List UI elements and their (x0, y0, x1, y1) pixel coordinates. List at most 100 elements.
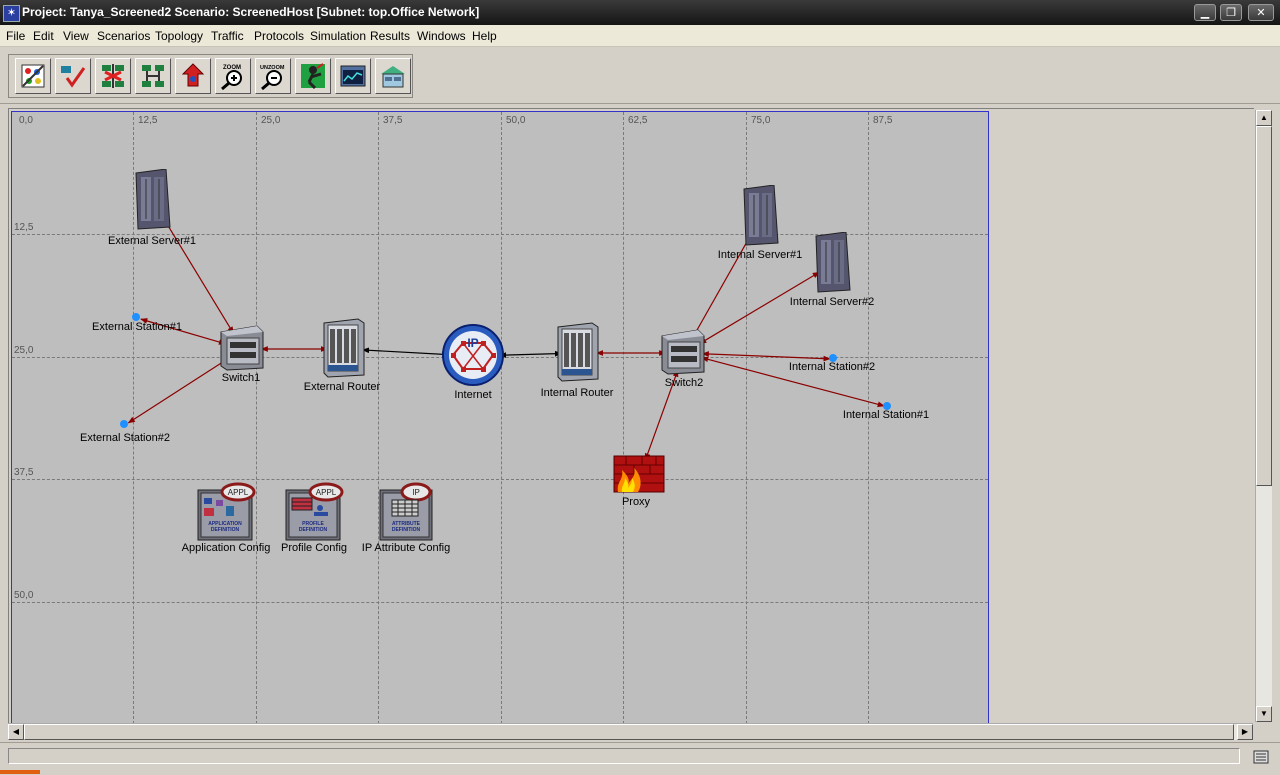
app-icon[interactable]: ✶ (3, 5, 20, 22)
window-title: Project: Tanya_Screened2 Scenario: Scree… (22, 5, 480, 19)
grid-line-h (12, 479, 988, 480)
zoom-in-icon: ZOOM (221, 65, 242, 90)
scroll-down-button[interactable]: ▼ (1256, 706, 1272, 722)
node-label: Switch1 (221, 372, 261, 384)
y-tick-label: 12,5 (14, 222, 34, 233)
svg-text:IP: IP (467, 336, 478, 350)
external-router[interactable]: External Router (304, 317, 380, 393)
y-tick-label: 37,5 (14, 467, 34, 478)
node-label: IP Attribute Config (361, 542, 451, 554)
workstation-icon (883, 402, 891, 410)
internet-cloud[interactable]: IP Internet (441, 323, 505, 401)
menu-protocols[interactable]: Protocols (254, 29, 305, 43)
profile-config[interactable]: APPL PROFILE DEFINITION Profile Config (281, 482, 347, 554)
title-bar[interactable]: ✶ Project: Tanya_Screened2 Scenario: Scr… (0, 0, 1280, 25)
menu-edit[interactable]: Edit (33, 29, 54, 43)
link-ext-router-internet[interactable] (361, 347, 450, 358)
view-results-button[interactable] (335, 58, 371, 94)
ip-attribute-definition-icon: IP ATTRIBUTE DEFINITION (379, 482, 433, 541)
link-ext-station-2-switch1[interactable] (127, 358, 229, 424)
x-tick-label: 37,5 (383, 115, 403, 126)
svg-text:ATTRIBUTE: ATTRIBUTE (392, 521, 421, 527)
menu-topology[interactable]: Topology (155, 29, 204, 43)
links-layer (127, 214, 885, 461)
link-ext-station-1-switch1[interactable] (140, 318, 227, 345)
taskbar-start-edge (0, 770, 40, 774)
x-tick-label: 75,0 (751, 115, 771, 126)
view-results-icon (340, 65, 366, 87)
x-tick-label: 12,5 (138, 115, 158, 126)
configure-simulation-button[interactable] (295, 58, 331, 94)
workstation-icon (829, 354, 837, 362)
fail-node-button[interactable] (95, 58, 131, 94)
return-to-parent-button[interactable] (175, 58, 211, 94)
internal-station-2[interactable]: Internal Station#2 (789, 352, 875, 373)
ip-attribute-config[interactable]: IP ATTRIBUTE DEFINITION IP Attribute Con… (362, 482, 450, 554)
switch-1[interactable]: Switch1 (219, 324, 265, 384)
application-config[interactable]: APPL APPLICATION DEFINITION Application … (182, 482, 270, 554)
node-label: External Station#2 (80, 432, 170, 444)
external-station-2[interactable]: External Station#2 (80, 418, 170, 444)
link-switch2-int-station-1[interactable] (701, 356, 885, 408)
workstation-icon (120, 420, 128, 428)
menu-results[interactable]: Results (370, 29, 411, 43)
link-internet-int-router[interactable] (498, 350, 563, 358)
menu-help[interactable]: Help (472, 29, 497, 43)
external-server-1[interactable]: External Server#1 (108, 168, 196, 247)
internal-server-2[interactable]: Internal Server#2 (790, 231, 874, 308)
maximize-button[interactable]: ❐ (1220, 4, 1242, 21)
menu-simulation[interactable]: Simulation (310, 29, 367, 43)
link-switch2-int-server-2[interactable] (699, 271, 820, 345)
close-button[interactable]: ✕ (1248, 4, 1274, 21)
link-switch2-proxy[interactable] (644, 369, 679, 461)
link-ext-server-1-switch1[interactable] (160, 214, 234, 334)
message-buffer-icon[interactable] (1252, 748, 1270, 766)
recover-node-button[interactable] (135, 58, 171, 94)
grid-line-v (746, 112, 747, 724)
menu-bar: File Edit View Scenarios Topology Traffi… (0, 25, 1280, 47)
zoom-button[interactable]: ZOOM (215, 58, 251, 94)
grid-line-v (868, 112, 869, 724)
menu-file[interactable]: File (6, 29, 26, 43)
scroll-right-button[interactable]: ▶ (1237, 724, 1253, 740)
menu-traffic[interactable]: Traffic (211, 29, 244, 43)
firewall-icon (613, 455, 665, 493)
proxy-firewall[interactable]: Proxy (612, 454, 666, 508)
menu-view[interactable]: View (63, 29, 89, 43)
unzoom-button[interactable]: UNZOOM (255, 58, 291, 94)
svg-text:APPL: APPL (228, 488, 249, 497)
network-canvas[interactable]: 0,0 12,5 25,0 37,5 50,0 62,5 75,0 87,5 1… (11, 111, 989, 724)
vertical-scrollbar[interactable]: ▲ ▼ (1255, 110, 1272, 722)
check-links-button[interactable] (55, 58, 91, 94)
hide-graphs-button[interactable] (375, 58, 411, 94)
y-tick-label: 25,0 (14, 345, 34, 356)
menu-windows[interactable]: Windows (417, 29, 466, 43)
node-label: External Station#1 (92, 321, 182, 333)
external-station-1[interactable]: External Station#1 (92, 311, 182, 333)
scroll-up-button[interactable]: ▲ (1256, 110, 1272, 126)
object-palette-button[interactable] (15, 58, 51, 94)
x-tick-label: 50,0 (506, 115, 526, 126)
menu-scenarios[interactable]: Scenarios (97, 29, 151, 43)
run-simulation-icon (301, 63, 325, 90)
svg-text:PROFILE: PROFILE (302, 521, 324, 527)
node-label: Internal Station#1 (842, 409, 930, 421)
internal-station-1[interactable]: Internal Station#1 (843, 400, 929, 421)
node-label: Switch2 (664, 377, 704, 389)
node-label: Application Config (181, 542, 271, 554)
profile-definition-icon: APPL PROFILE DEFINITION (285, 482, 344, 541)
link-switch2-int-station-2[interactable] (701, 351, 831, 362)
project-workspace[interactable]: 0,0 12,5 25,0 37,5 50,0 62,5 75,0 87,5 1… (8, 108, 1254, 724)
scroll-left-button[interactable]: ◀ (8, 724, 24, 740)
internal-server-1[interactable]: Internal Server#1 (718, 184, 802, 261)
internal-router[interactable]: Internal Router (541, 321, 613, 399)
horizontal-scrollbar[interactable]: ◀ ▶ (8, 723, 1253, 740)
vertical-scroll-thumb[interactable] (1256, 126, 1272, 486)
x-tick-label: 62,5 (628, 115, 648, 126)
horizontal-scroll-thumb[interactable] (24, 724, 1234, 740)
switch-2[interactable]: Switch2 (660, 328, 706, 389)
svg-text:UNZOOM: UNZOOM (260, 65, 285, 71)
fail-node-icon (102, 64, 124, 88)
node-label: External Server#1 (107, 235, 197, 247)
minimize-button[interactable]: ▁ (1194, 4, 1216, 21)
